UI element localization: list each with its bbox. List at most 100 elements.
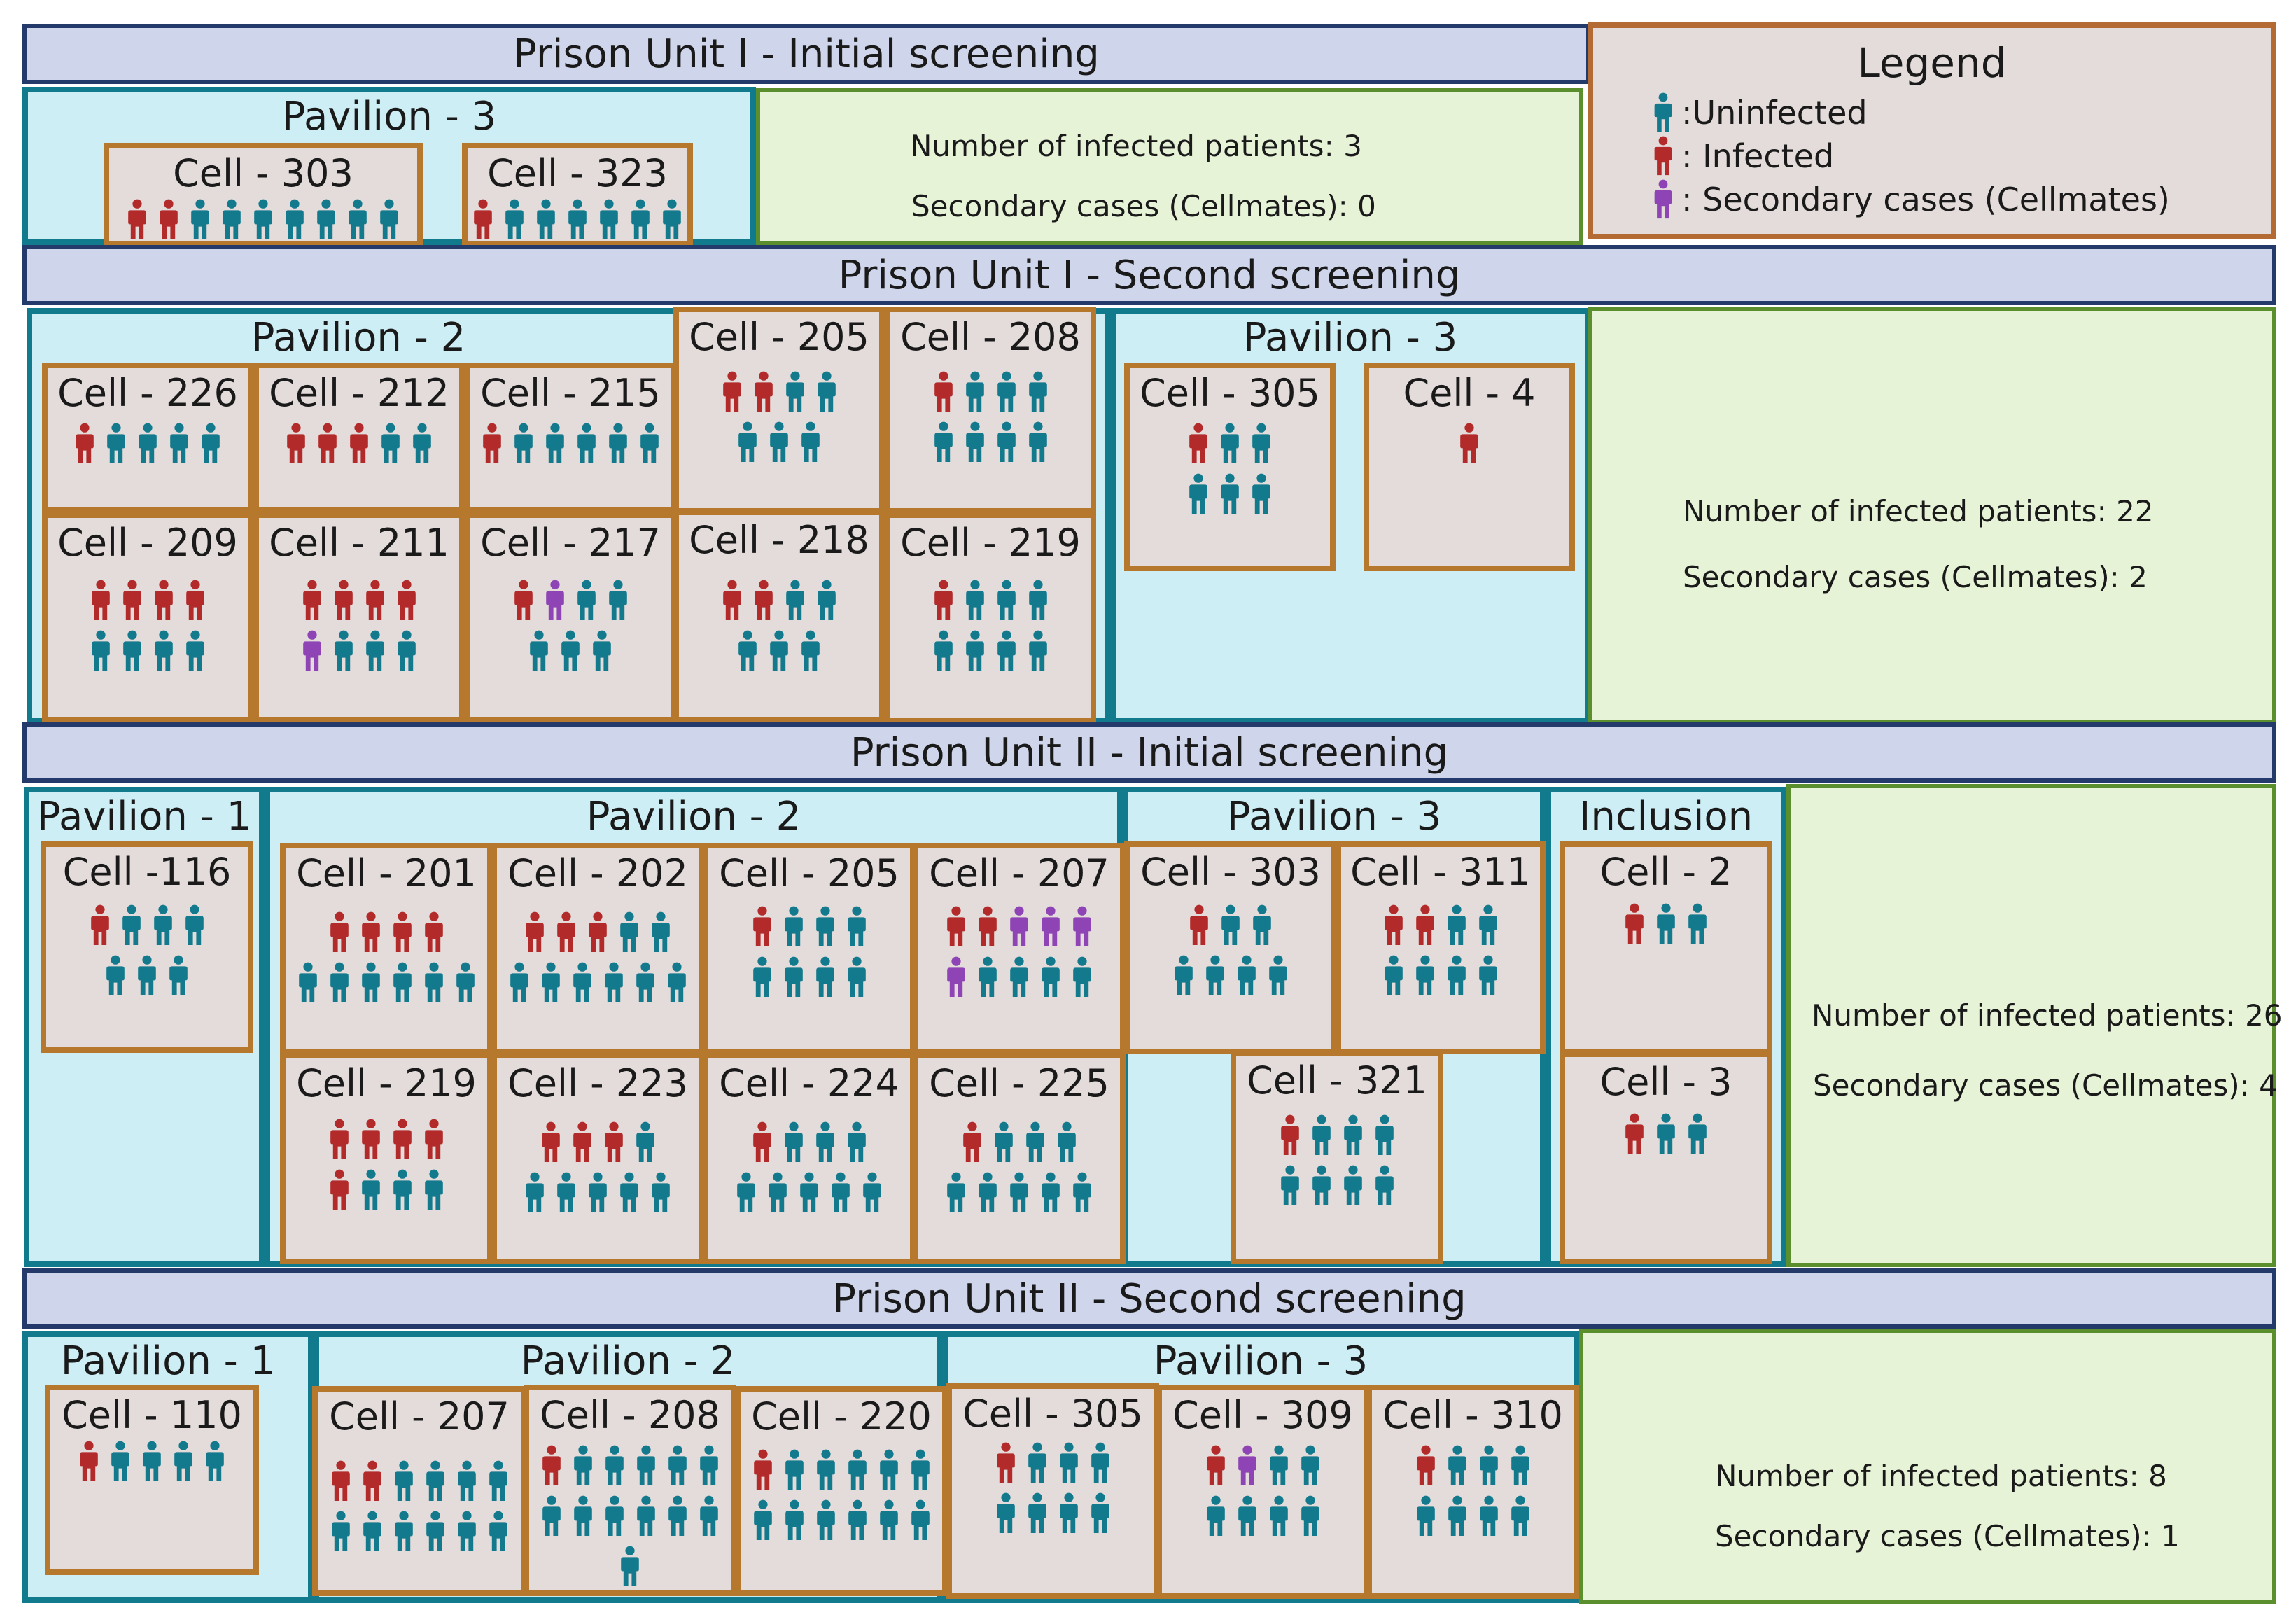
cell-occupants bbox=[1341, 904, 1540, 997]
person-icon-teal bbox=[1221, 423, 1239, 463]
cell-box: Cell - 211 bbox=[253, 512, 465, 722]
person-icon-red bbox=[302, 580, 321, 620]
person-icon-teal bbox=[802, 421, 820, 462]
person-icon-teal bbox=[965, 421, 984, 462]
cell-box: Cell - 309 bbox=[1156, 1385, 1369, 1599]
person-icon-teal bbox=[1384, 955, 1403, 995]
occupant-row bbox=[1170, 955, 1292, 997]
person-icon-red bbox=[287, 423, 305, 463]
occupant-row bbox=[748, 956, 871, 998]
occupant-row bbox=[930, 371, 1052, 413]
person-icon-teal bbox=[424, 1169, 443, 1210]
cell-title: Cell - 3 bbox=[1600, 1060, 1732, 1104]
legend-title: Legend bbox=[1857, 39, 2007, 87]
person-icon-teal bbox=[91, 630, 110, 671]
person-icon-purple bbox=[1238, 1445, 1256, 1485]
person-icon-teal bbox=[413, 423, 431, 463]
secondary-count: Secondary cases (Cellmates): 1 bbox=[1715, 1519, 2180, 1553]
person-icon-purple bbox=[1042, 906, 1060, 946]
person-icon-teal bbox=[1042, 956, 1060, 997]
person-icon-teal bbox=[847, 1121, 866, 1162]
person-icon-teal bbox=[604, 962, 623, 1002]
cell-box: Cell - 217 bbox=[465, 512, 676, 722]
cell-occupants bbox=[529, 1445, 731, 1588]
person-icon-teal bbox=[847, 906, 866, 946]
occupant-row bbox=[616, 1546, 644, 1588]
person-icon-teal bbox=[1415, 955, 1434, 995]
occupant-row bbox=[1276, 1114, 1399, 1156]
person-icon-teal bbox=[589, 1172, 607, 1212]
person-icon-teal bbox=[557, 1172, 575, 1212]
person-icon-teal bbox=[947, 1172, 965, 1212]
cell-occupants bbox=[1130, 423, 1330, 515]
occupant-row bbox=[521, 1172, 675, 1214]
legend-label-infected: : Infected bbox=[1681, 137, 1835, 175]
person-icon-teal bbox=[349, 199, 367, 239]
person-icon-red bbox=[754, 580, 773, 620]
person-icon-teal bbox=[663, 199, 681, 239]
cell-occupants bbox=[50, 1441, 253, 1483]
person-icon-teal bbox=[1059, 1442, 1078, 1483]
person-icon-teal bbox=[784, 956, 803, 997]
person-icon-teal bbox=[1688, 1113, 1707, 1154]
cell-occupants bbox=[259, 423, 459, 465]
occupant-row bbox=[734, 630, 825, 672]
occupant-row bbox=[327, 1460, 512, 1502]
infected-count: Number of infected patients: 3 bbox=[910, 129, 1362, 163]
person-icon-red bbox=[330, 1119, 349, 1159]
person-icon-teal bbox=[848, 1499, 867, 1540]
cell-title: Cell - 2 bbox=[1600, 850, 1732, 894]
cell-title: Cell - 310 bbox=[1382, 1393, 1563, 1437]
occupant-row bbox=[930, 580, 1052, 622]
occupant-row bbox=[510, 580, 632, 622]
person-icon-teal bbox=[1010, 956, 1028, 997]
person-icon-teal bbox=[426, 1511, 444, 1551]
person-icon-teal bbox=[1253, 904, 1271, 945]
person-icon-teal bbox=[185, 904, 204, 945]
person-icon-red bbox=[397, 580, 416, 620]
person-icon-teal bbox=[816, 1499, 835, 1540]
cell-title: Cell - 110 bbox=[62, 1393, 242, 1437]
person-icon-teal bbox=[636, 1495, 655, 1536]
person-icon-red bbox=[934, 371, 953, 412]
occupant-row bbox=[1185, 904, 1276, 946]
person-icon-teal bbox=[1206, 1495, 1225, 1536]
person-icon-red bbox=[474, 199, 492, 239]
occupant-row bbox=[749, 1499, 934, 1541]
person-icon-red bbox=[128, 199, 146, 239]
person-icon-purple bbox=[1654, 179, 1672, 219]
person-icon-teal bbox=[608, 423, 627, 463]
person-icon-teal bbox=[738, 421, 757, 462]
occupant-row bbox=[930, 630, 1052, 672]
person-icon-red bbox=[604, 1121, 623, 1162]
person-icon-teal bbox=[191, 199, 209, 239]
person-icon-teal bbox=[934, 630, 953, 671]
cell-title: Cell - 225 bbox=[929, 1061, 1110, 1105]
cell-occupants bbox=[48, 423, 248, 465]
person-icon-teal bbox=[382, 423, 400, 463]
person-icon-teal bbox=[997, 371, 1016, 412]
person-icon-teal bbox=[752, 956, 771, 997]
person-icon-purple bbox=[947, 956, 965, 997]
occupant-row bbox=[537, 1121, 659, 1163]
person-icon-teal bbox=[1654, 92, 1672, 132]
person-icon-teal bbox=[1057, 1121, 1076, 1162]
cell-title: Cell -116 bbox=[62, 850, 232, 894]
occupant-row bbox=[942, 956, 1096, 998]
person-icon-teal bbox=[1657, 903, 1675, 944]
cell-title: Cell - 201 bbox=[296, 851, 477, 895]
cell-occupants bbox=[1565, 1113, 1767, 1155]
person-icon-teal bbox=[816, 906, 834, 946]
person-icon-red bbox=[754, 371, 773, 412]
person-icon-red bbox=[573, 1121, 592, 1162]
person-icon-teal bbox=[510, 962, 528, 1002]
person-icon-teal bbox=[1269, 1445, 1288, 1485]
occupant-row bbox=[326, 1119, 448, 1161]
person-icon-teal bbox=[1028, 421, 1047, 462]
person-icon-teal bbox=[738, 630, 757, 671]
person-icon-teal bbox=[424, 962, 443, 1002]
person-icon-red bbox=[541, 1121, 560, 1162]
person-icon-red bbox=[350, 423, 368, 463]
occupant-row bbox=[521, 911, 675, 953]
person-icon-teal bbox=[785, 1449, 804, 1490]
